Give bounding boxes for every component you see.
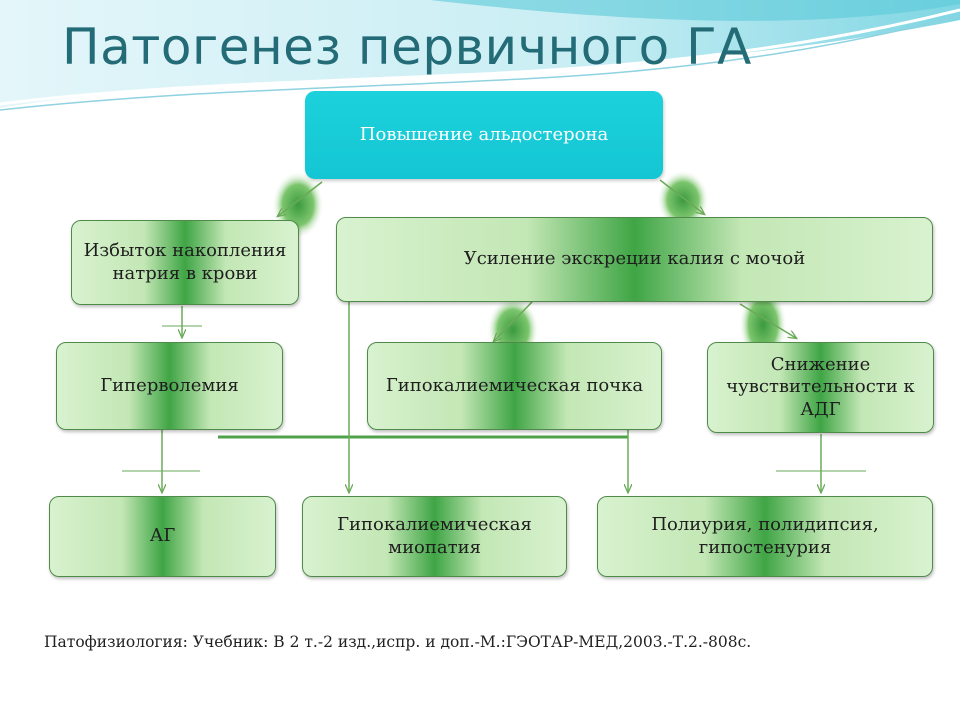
node-hypervolemia: Гиперволемия [56, 342, 283, 430]
node-hypokalemic-myopathy: Гипокалиемическая миопатия [302, 496, 567, 577]
node-hypokalemic-kidney: Гипокалиемическая почка [367, 342, 662, 430]
arrow-potassium-to-kidney [494, 301, 533, 341]
source-citation: Патофизиология: Учебник: В 2 т.-2 изд.,и… [44, 633, 752, 651]
node-potassium-excretion: Усиление экскреции калия с мочой [336, 217, 933, 302]
node-aldosterone: Повышение альдостерона [305, 91, 663, 179]
slide-title: Патогенез первичного ГА [62, 18, 752, 76]
arrow-aldosterone-to-potassium [659, 179, 704, 214]
node-ag: АГ [49, 496, 276, 577]
arrow-potassium-to-adh [739, 303, 796, 338]
node-sodium-excess: Избыток накопления натрия в крови [71, 220, 299, 305]
node-polyuria: Полиурия, полидипсия, гипостенурия [597, 496, 933, 577]
arrow-aldosterone-to-sodium [278, 181, 323, 216]
wave-decoration [0, 0, 960, 111]
node-adh-sensitivity: Снижение чувствительности к АДГ [707, 342, 934, 433]
